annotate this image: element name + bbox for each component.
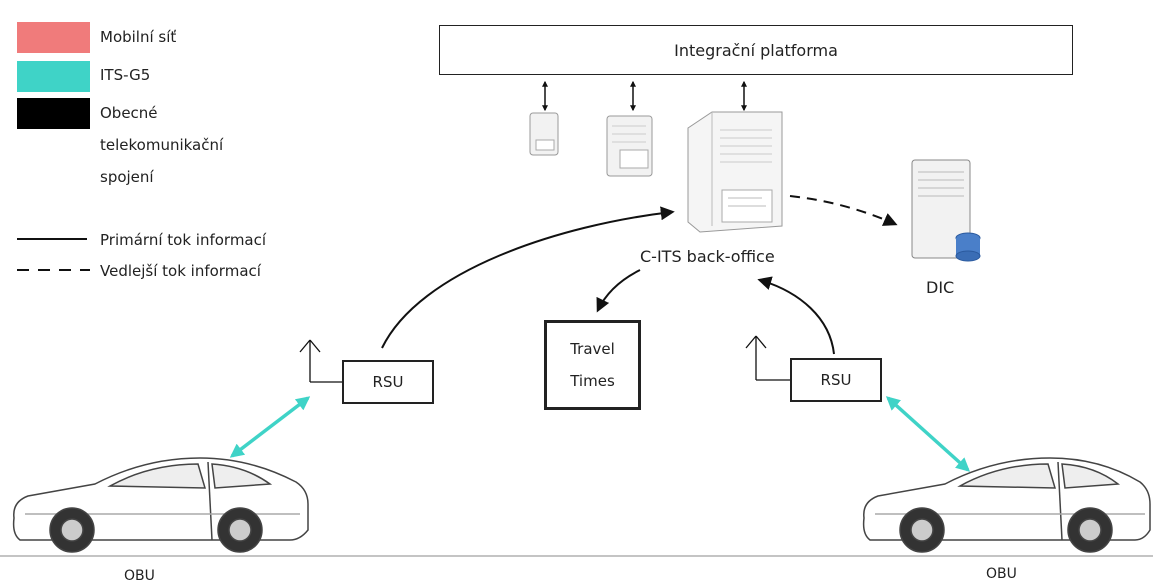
rsu-right-box: RSU [790, 358, 882, 402]
car-right-icon [862, 457, 1151, 553]
legend-label-general-3: spojení [100, 168, 154, 186]
rsu-left-box: RSU [342, 360, 434, 404]
server-small-icon [529, 112, 559, 156]
integration-platform-box: Integrační platforma [439, 25, 1073, 75]
dic-label: DIC [926, 278, 955, 297]
legend-label-mobile: Mobilní síť [100, 28, 177, 46]
legend-label-secondary-flow: Vedlejší tok informací [100, 262, 261, 280]
backoffice-server-icon [687, 111, 783, 233]
travel-times-box: Travel Times [544, 320, 641, 410]
dic-server-icon [911, 159, 981, 262]
rsu-left-label: RSU [372, 373, 404, 391]
obu-right-label: OBU [986, 566, 1017, 582]
travel-times-label-line2: Times [570, 372, 615, 390]
antenna-right-icon [745, 335, 790, 381]
legend-label-general-1: Obecné [100, 104, 158, 122]
primary-flow-backoffice-to-travel-times [596, 269, 641, 313]
car-left-icon [12, 457, 309, 553]
its-g5-link-right [885, 396, 971, 472]
obu-left-label: OBU [124, 568, 155, 584]
antenna-left-icon [299, 339, 342, 383]
legend-swatch-mobile [17, 22, 90, 53]
legend-swatch-general [17, 98, 90, 129]
legend-label-general-2: telekomunikační [100, 136, 224, 154]
legend-label-itsg5: ITS-G5 [100, 66, 151, 84]
secondary-flow-to-dic-arrow [789, 195, 898, 226]
primary-flow-rsu-left-to-backoffice [381, 206, 675, 349]
travel-times-label-line1: Travel [570, 340, 615, 358]
server-medium-icon [606, 115, 653, 177]
primary-flow-rsu-right-to-backoffice [757, 276, 835, 355]
rsu-right-label: RSU [820, 371, 852, 389]
integration-platform-label: Integrační platforma [674, 40, 838, 60]
its-g5-link-left [229, 396, 311, 458]
legend-swatch-itsg5 [17, 61, 90, 92]
legend-label-primary-flow: Primární tok informací [100, 231, 267, 249]
backoffice-label: C-ITS back-office [640, 247, 775, 266]
